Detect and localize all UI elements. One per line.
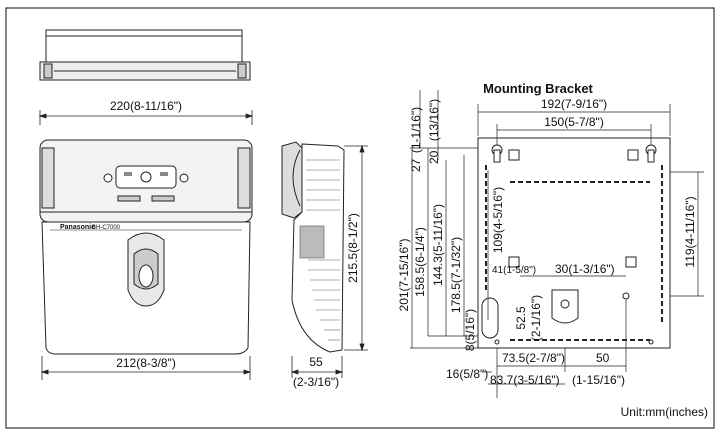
- bracket-41: 41(1-5/8"): [492, 265, 536, 276]
- bracket-h1: 158.5(6-1/4"): [413, 227, 427, 297]
- side-depth-mm: 55: [309, 355, 323, 369]
- model-label: BH-C7000: [92, 225, 121, 231]
- side-height-label: 215.5(8-1/2"): [346, 213, 360, 283]
- bracket-50: 50: [596, 351, 610, 365]
- bracket-20: 20: [427, 150, 441, 164]
- dim-side-height: [344, 144, 368, 352]
- bracket-27: 27: [409, 158, 423, 172]
- bracket-52: 52.5: [514, 306, 528, 330]
- bracket-total-height: 201(7-15/16"): [397, 239, 411, 312]
- side-depth-in: (2-3/16"): [293, 375, 339, 389]
- bracket-h4: 109(4-5/16"): [491, 187, 505, 253]
- mounting-bracket: [477, 137, 671, 349]
- front-view: [39, 139, 253, 355]
- bracket-27-in: (1-1/16"): [409, 107, 423, 153]
- bottom-width-label: 212(8-3/8"): [116, 356, 176, 370]
- dim-top-width: [38, 110, 254, 125]
- bracket-slots: [485, 165, 663, 341]
- top-width-label: 220(8-11/16"): [110, 99, 182, 113]
- dim-side-depth: [290, 356, 344, 378]
- bracket-30: 30(1-3/16"): [555, 262, 615, 276]
- top-view: [39, 29, 251, 81]
- bracket-115: (1-15/16"): [572, 373, 625, 387]
- bracket-20-in: (13/16"): [427, 99, 441, 141]
- unit-label: Unit:mm(inches): [621, 405, 708, 419]
- bracket-h2: 144.3(5-11/16"): [431, 204, 445, 286]
- bracket-dims: [410, 90, 704, 398]
- bracket-inner-width: 150(5-7/8"): [544, 115, 604, 129]
- bracket-16: 16(5/8"): [446, 367, 488, 381]
- dim-bottom-width: [40, 356, 252, 380]
- bracket-83: 83.7(3-5/16"): [490, 373, 560, 387]
- bracket-73: 73.5(2-7/8"): [502, 351, 565, 365]
- bracket-title: Mounting Bracket: [483, 81, 593, 96]
- bracket-h3: 178.5(7-1/32"): [449, 237, 463, 313]
- bracket-outer-width: 192(7-9/16"): [541, 97, 607, 111]
- side-view: [281, 141, 345, 353]
- brand-label: Panasonic: [60, 224, 95, 231]
- bracket-right-height: 119(4-11/16"): [683, 196, 697, 267]
- bracket-52-in: (2-1/16"): [529, 295, 543, 341]
- bracket-8: 8(5/16"): [463, 309, 477, 351]
